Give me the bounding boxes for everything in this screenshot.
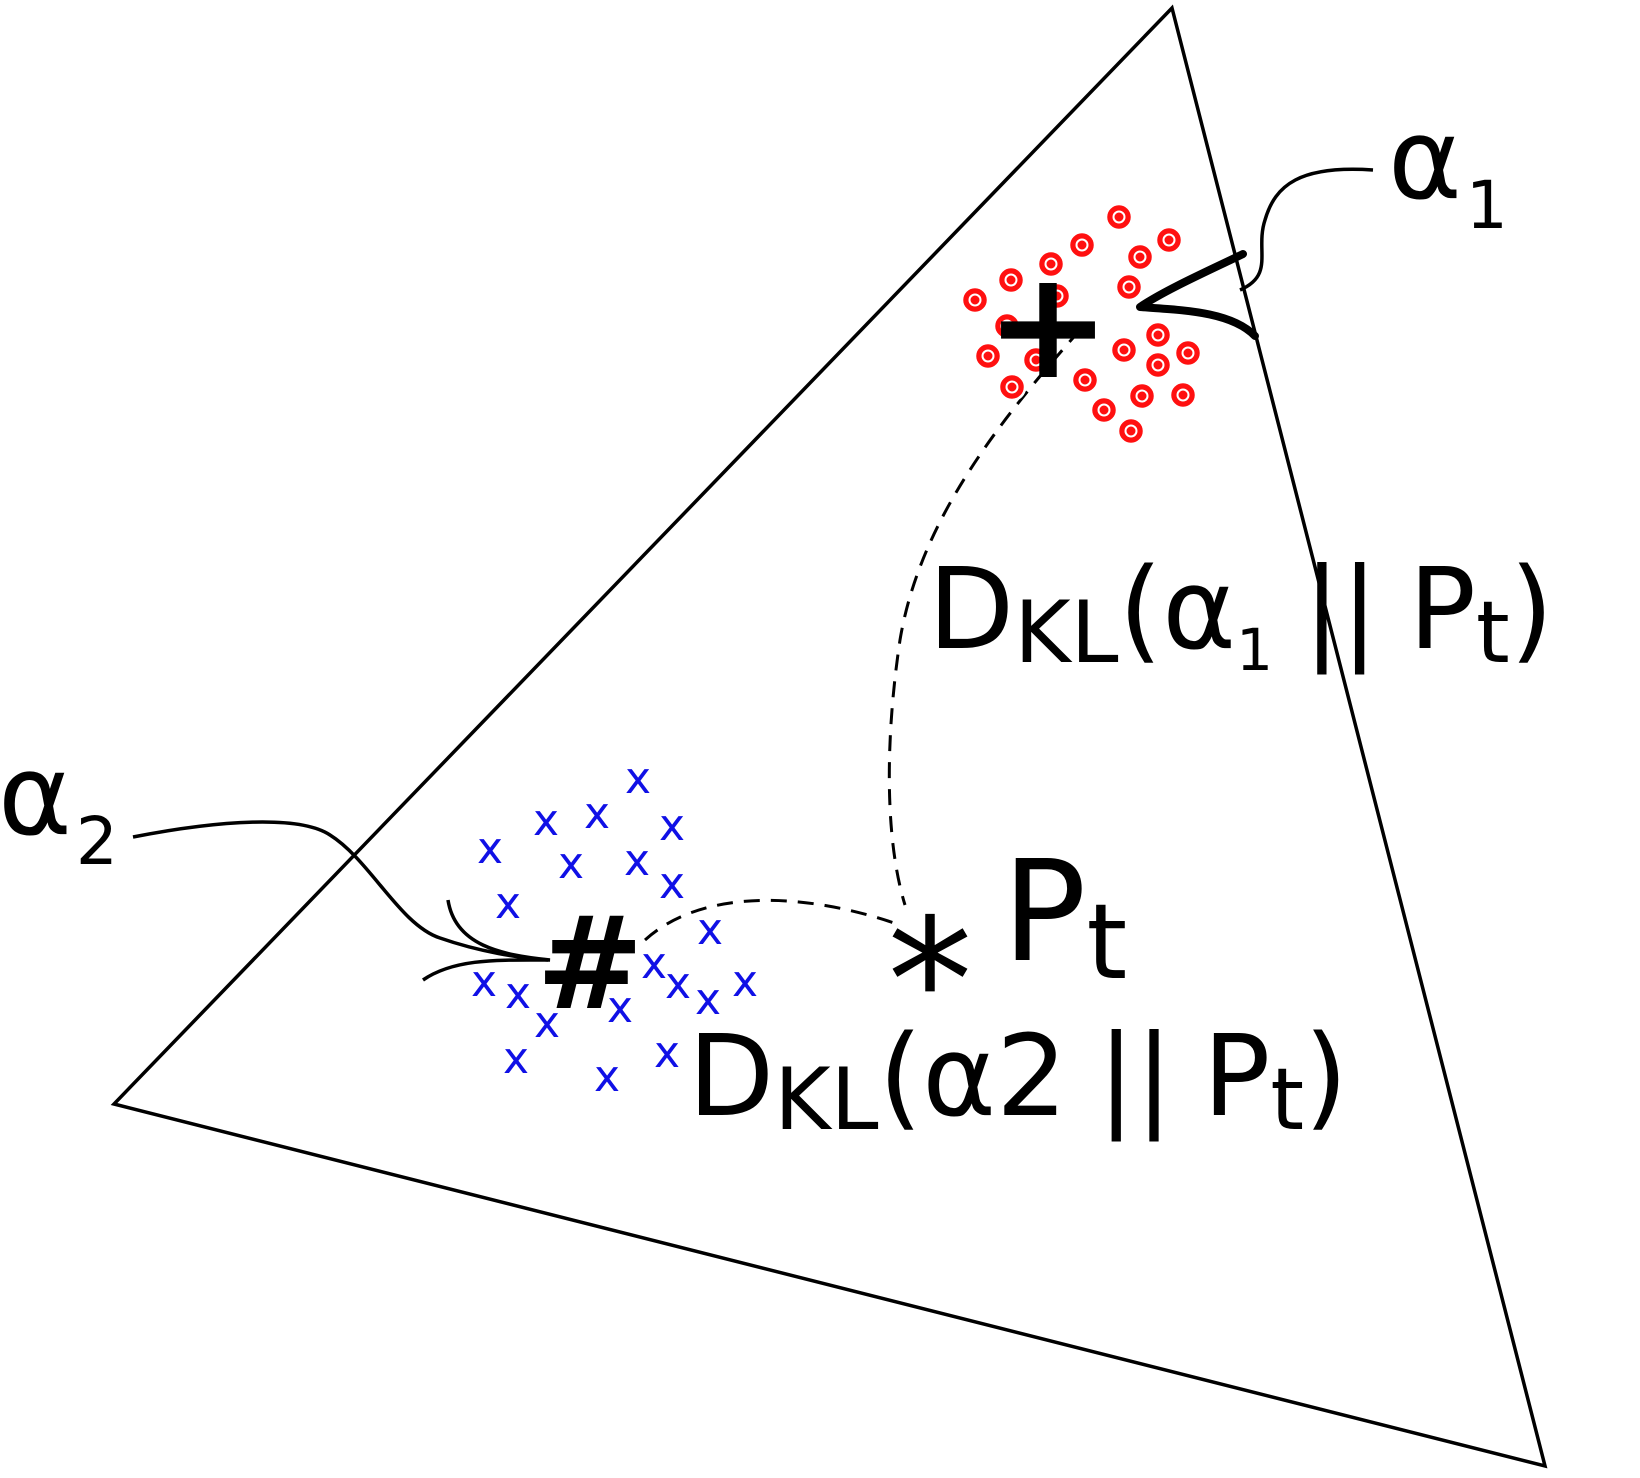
alpha2-sample-cross: x — [659, 858, 685, 909]
alpha2-sample-cross: x — [697, 904, 723, 955]
alpha2-sample-cross: x — [558, 838, 584, 889]
alpha1-sample-circle — [960, 285, 990, 315]
alpha1-sample-circle — [1116, 416, 1146, 446]
alpha2-sample-cross: x — [584, 788, 610, 839]
alpha1-sample-circle — [1143, 320, 1173, 350]
alpha1-sample-circle-ring — [1151, 328, 1165, 342]
alpha2-sample-cross: x — [732, 956, 758, 1007]
alpha1-sample-circle-ring — [1122, 280, 1136, 294]
alpha1-sample-circle — [1109, 335, 1139, 365]
alpha1-sample-circle-ring — [1004, 273, 1018, 287]
alpha1-connector — [1239, 167, 1374, 292]
alpha1-sample-circle — [1070, 365, 1100, 395]
dkl2-path — [643, 898, 901, 942]
alpha1-sample-circle-ring — [1005, 380, 1019, 394]
alpha1-arrowhead — [1136, 250, 1259, 340]
alpha1-sample-circle — [992, 311, 1022, 341]
alpha1-sample-circle — [1067, 230, 1097, 260]
alpha1-centroid-plus: + — [985, 239, 1111, 413]
alpha1-sample-circle-ring — [1181, 346, 1195, 360]
alpha1-sample-circle — [1154, 225, 1184, 255]
dkl2-label: DKL(α2||Pt) — [688, 1012, 1348, 1150]
alpha1-sample-circle-ring — [1112, 210, 1126, 224]
alpha1-sample-circle-ring — [1124, 424, 1138, 438]
alpha2-arrowhead — [422, 899, 551, 982]
alpha1-sample-circle — [1168, 380, 1198, 410]
alpha2-connector — [132, 820, 549, 962]
alpha1-sample-circle-ring — [1133, 250, 1147, 264]
alpha1-sample-circle-ring — [1097, 403, 1111, 417]
alpha1-sample-circle — [997, 372, 1027, 402]
alpha1-sample-circle — [1125, 242, 1155, 272]
alpha2-sample-cross: x — [695, 974, 721, 1025]
pt-label: Pt — [1002, 831, 1127, 1003]
alpha1-sample-circle-ring — [1151, 358, 1165, 372]
simplex-triangle — [110, 4, 1548, 1469]
alpha1-sample-circle-ring — [1044, 257, 1058, 271]
alpha1-sample-circle — [1173, 338, 1203, 368]
alpha1-sample-circle-ring — [968, 293, 982, 307]
alpha1-sample-circle — [1089, 395, 1119, 425]
alpha1-sample-circle-ring — [1162, 233, 1176, 247]
dkl1-label: DKL(α1||Pt) — [928, 545, 1553, 684]
alpha2-sample-cross: x — [505, 968, 531, 1019]
dkl1-path — [887, 329, 1082, 906]
alpha1-sample-circle — [1127, 381, 1157, 411]
alpha2-sample-cross: x — [503, 1033, 529, 1084]
alpha1-sample-circle-ring — [1029, 353, 1043, 367]
alpha1-sample-circle-ring — [1050, 289, 1064, 303]
alpha1-label: α1 — [1388, 95, 1508, 244]
alpha1-sample-circle-ring — [1135, 389, 1149, 403]
alpha1-sample-circle-ring — [1176, 388, 1190, 402]
alpha1-sample-circle — [1104, 202, 1134, 232]
alpha1-sample-circle-ring — [981, 349, 995, 363]
alpha2-sample-cross: x — [594, 1051, 620, 1102]
alpha2-sample-cross: x — [495, 878, 521, 929]
alpha1-sample-cluster — [960, 202, 1203, 446]
alpha1-sample-circle — [996, 265, 1026, 295]
alpha2-centroid-hash: # — [536, 890, 643, 1039]
alpha2-sample-cross: x — [624, 835, 650, 886]
alpha2-sample-cross: x — [534, 997, 560, 1048]
alpha2-sample-cross: x — [533, 795, 559, 846]
alpha2-label: α2 — [0, 731, 118, 880]
alpha2-sample-cross: x — [641, 938, 667, 989]
alpha1-sample-circle — [1036, 249, 1066, 279]
alpha2-sample-cross: x — [607, 982, 633, 1033]
alpha1-sample-circle — [973, 341, 1003, 371]
alpha1-sample-circle — [1021, 345, 1051, 375]
alpha1-sample-circle-ring — [1117, 343, 1131, 357]
alpha2-sample-cross: x — [477, 823, 503, 874]
alpha1-sample-circle — [1114, 272, 1144, 302]
alpha2-sample-cross: x — [659, 800, 685, 851]
alpha1-sample-circle-ring — [1075, 238, 1089, 252]
pt-star-marker: * — [888, 883, 973, 1081]
alpha2-sample-cross: x — [665, 958, 691, 1009]
alpha2-sample-cross: x — [471, 956, 497, 1007]
alpha1-sample-circle — [1143, 350, 1173, 380]
alpha1-sample-circle-ring — [1078, 373, 1092, 387]
alpha2-sample-cross: x — [654, 1027, 680, 1078]
alpha2-sample-cross: x — [625, 753, 651, 804]
alpha1-sample-circle-ring — [1000, 319, 1014, 333]
alpha1-sample-circle — [1042, 281, 1072, 311]
